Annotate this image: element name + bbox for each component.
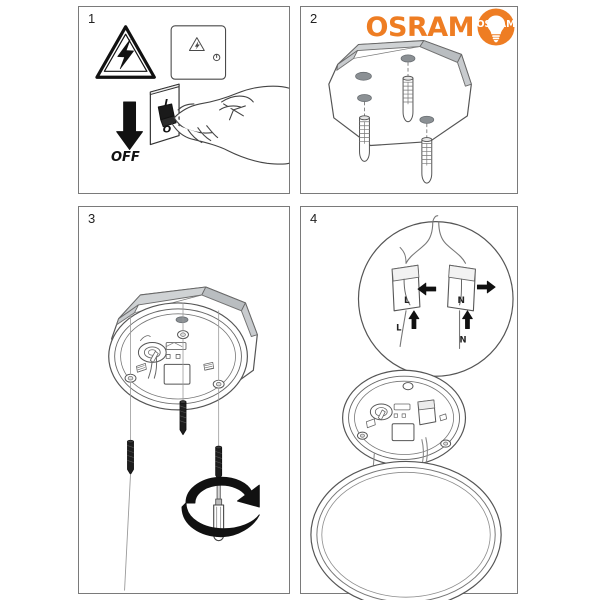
wall-plug-icon xyxy=(359,75,433,184)
wire-label-live: L xyxy=(396,323,402,333)
osram-logo: OSRAM OSRAM xyxy=(365,8,516,46)
switch-mark-on: I xyxy=(164,98,168,109)
instruction-panel-3: 3 xyxy=(78,206,290,594)
screwdriver-icon xyxy=(213,480,225,542)
base-plate-icon xyxy=(342,369,467,466)
wire-label-neutral: N xyxy=(460,335,467,345)
switch-mark-off: O xyxy=(163,125,172,136)
down-arrow-icon xyxy=(116,101,143,150)
instruction-panel-2: 2 OSRAM OSRAM xyxy=(300,6,518,194)
panel-number-2: 2 xyxy=(310,11,318,26)
panel-1-artwork: I O xyxy=(95,25,290,165)
instruction-panel-4: 4 L xyxy=(300,206,518,600)
label-marks-icon xyxy=(136,335,215,373)
screw-icon xyxy=(127,400,223,481)
terminal-label-neutral: N xyxy=(458,296,465,306)
panel-number-3: 3 xyxy=(88,211,96,226)
panel-number-1: 1 xyxy=(88,11,96,26)
drill-hole-icon xyxy=(355,54,435,124)
instruction-panel-1: 1 xyxy=(78,6,290,194)
lightbulb-icon xyxy=(477,8,515,46)
fuse-box-icon xyxy=(170,25,227,80)
terminal-block-live-icon: L xyxy=(391,246,421,312)
panel-3-artwork xyxy=(108,286,260,591)
osram-wordmark: OSRAM xyxy=(365,11,475,43)
terminal-block-neutral-icon: N xyxy=(447,264,476,312)
high-voltage-warning-icon xyxy=(95,25,156,79)
octagon-base-plate-icon xyxy=(111,286,258,403)
octagon-base-plate-icon xyxy=(328,40,472,147)
panel-4-artwork: L N xyxy=(310,215,514,600)
terminal-label-live: L xyxy=(404,296,410,306)
magnifier-callout-icon xyxy=(357,221,514,397)
osram-badge-text: OSRAM xyxy=(476,18,516,30)
panel-number-4: 4 xyxy=(310,211,318,226)
screw-boss-icon xyxy=(124,316,225,389)
round-cover-disc-icon xyxy=(310,460,502,600)
insert-arrow-icon xyxy=(417,280,496,296)
base-housing-icon xyxy=(108,302,248,411)
osram-badge: OSRAM xyxy=(476,8,516,46)
light-switch-icon: I O xyxy=(149,83,180,146)
off-label: OFF xyxy=(111,150,140,165)
cable-gland-icon xyxy=(137,342,167,379)
wire-icon xyxy=(405,215,467,264)
rotate-clockwise-arrow-icon xyxy=(181,476,260,538)
terminal-block-icon xyxy=(163,342,191,385)
hand-icon xyxy=(171,85,290,165)
wire-direction-arrow-icon xyxy=(408,310,473,330)
